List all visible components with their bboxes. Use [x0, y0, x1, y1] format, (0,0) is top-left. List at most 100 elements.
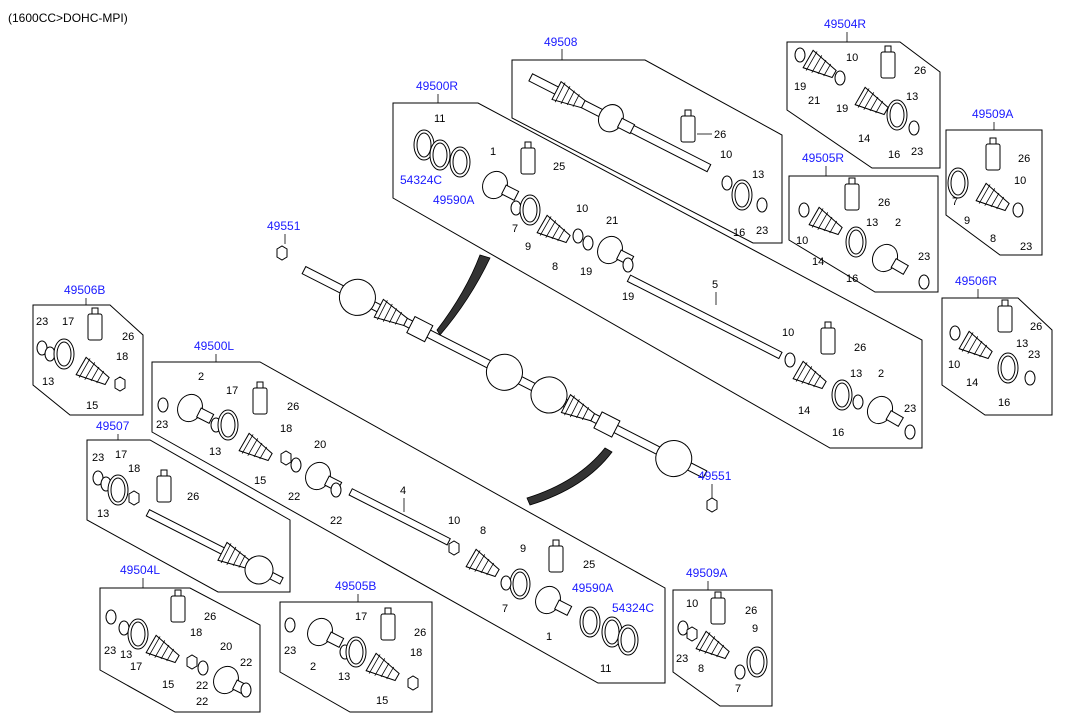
part-num-13: 13 — [209, 446, 221, 458]
part-num-2: 2 — [895, 217, 901, 229]
part-num-2: 2 — [310, 661, 316, 673]
ref-54324C-right[interactable]: 54324C — [400, 173, 442, 187]
part-num-26: 26 — [187, 491, 199, 503]
part-num-14: 14 — [858, 133, 870, 145]
part-num-23: 23 — [156, 419, 168, 431]
part-num-22: 22 — [196, 680, 208, 692]
part-num-14: 14 — [798, 405, 810, 417]
part-num-26: 26 — [204, 611, 216, 623]
part-num-26: 26 — [1018, 153, 1030, 165]
part-num-7: 7 — [512, 223, 518, 235]
part-num-10: 10 — [796, 235, 808, 247]
ref-49505B[interactable]: 49505B — [335, 579, 376, 593]
assembly-49504L: 49504L 26 23 13 17 18 15 22 20 22 22 — [99, 563, 261, 713]
part-num-1: 1 — [490, 146, 496, 158]
main-drive-shaft-assembly: 49551 49551 — [267, 219, 732, 513]
ref-49507[interactable]: 49507 — [96, 419, 130, 433]
part-num-9: 9 — [752, 623, 758, 635]
part-num-10: 10 — [846, 52, 858, 64]
engine-spec-label: (1600CC>DOHC-MPI) — [8, 11, 128, 25]
ref-49500R[interactable]: 49500R — [416, 79, 458, 93]
part-num-13: 13 — [850, 368, 862, 380]
ref-49500L[interactable]: 49500L — [194, 339, 234, 353]
ref-49506B[interactable]: 49506B — [64, 283, 105, 297]
ref-54324C-left[interactable]: 54324C — [612, 601, 654, 615]
part-num-16: 16 — [998, 397, 1010, 409]
assembly-49500L: 49500L 2 23 26 17 13 15 18 22 20 22 4 10… — [151, 339, 666, 684]
part-num-2: 2 — [198, 371, 204, 383]
part-num-17: 17 — [130, 661, 142, 673]
ref-49509A-top[interactable]: 49509A — [972, 107, 1013, 121]
part-num-17: 17 — [355, 611, 367, 623]
part-num-17: 17 — [226, 385, 238, 397]
assembly-49509A-top: 49509A 26 7 9 10 8 23 — [945, 107, 1043, 256]
assembly-49506B: 49506B 26 23 17 13 18 15 — [32, 283, 144, 416]
part-num-23: 23 — [36, 316, 48, 328]
part-num-9: 9 — [964, 215, 970, 227]
part-num-13: 13 — [42, 376, 54, 388]
part-num-23: 23 — [1020, 241, 1032, 253]
part-num-25: 25 — [583, 559, 595, 571]
part-num-11: 11 — [434, 113, 445, 125]
part-num-9: 9 — [525, 241, 531, 253]
part-num-26: 26 — [122, 331, 134, 343]
part-num-14: 14 — [966, 377, 978, 389]
part-num-13: 13 — [97, 508, 109, 520]
part-num-7: 7 — [502, 603, 508, 615]
part-num-23: 23 — [1028, 349, 1040, 361]
assembly-49508: 49508 26 10 13 16 23 — [511, 35, 783, 244]
assembly-49504R: 49504R 10 26 19 21 19 13 14 16 23 — [786, 17, 941, 169]
part-num-23: 23 — [756, 225, 768, 237]
part-num-8: 8 — [698, 663, 704, 675]
part-num-20: 20 — [314, 439, 326, 451]
assembly-49507: 49507 23 17 18 13 26 — [86, 419, 291, 593]
part-num-23: 23 — [904, 403, 916, 415]
part-num-13: 13 — [906, 91, 918, 103]
part-num-25: 25 — [553, 161, 565, 173]
part-num-10: 10 — [448, 515, 460, 527]
ref-49590A-right[interactable]: 49590A — [433, 193, 474, 207]
part-num-26: 26 — [745, 605, 757, 617]
part-num-18: 18 — [116, 351, 128, 363]
ref-49590A-left[interactable]: 49590A — [572, 581, 613, 595]
part-num-17: 17 — [62, 316, 74, 328]
part-num-16: 16 — [888, 149, 900, 161]
assembly-49505R: 49505R 26 13 2 10 14 23 16 — [788, 151, 939, 293]
ref-49504R[interactable]: 49504R — [824, 17, 866, 31]
part-num-26: 26 — [854, 342, 866, 354]
part-num-18: 18 — [280, 423, 292, 435]
part-num-20: 20 — [220, 641, 232, 653]
part-num-14: 14 — [812, 256, 824, 268]
part-num-26: 26 — [414, 627, 426, 639]
part-num-18: 18 — [128, 463, 140, 475]
ref-49551-top[interactable]: 49551 — [267, 219, 301, 233]
part-num-7: 7 — [735, 683, 741, 695]
part-num-23: 23 — [918, 251, 930, 263]
part-num-10: 10 — [686, 598, 698, 610]
part-num-2: 2 — [878, 368, 884, 380]
part-num-21: 21 — [808, 95, 820, 107]
ref-49505R[interactable]: 49505R — [802, 151, 844, 165]
ref-49508[interactable]: 49508 — [544, 35, 578, 49]
part-num-5: 5 — [712, 279, 718, 291]
part-num-15: 15 — [86, 400, 98, 412]
part-num-15: 15 — [254, 475, 266, 487]
part-num-10: 10 — [782, 327, 794, 339]
part-num-13: 13 — [1016, 338, 1028, 350]
part-num-13: 13 — [752, 169, 764, 181]
part-num-23: 23 — [284, 645, 296, 657]
part-num-26: 26 — [914, 65, 926, 77]
assembly-49500R: 49500R 11 54324C 49590A 1 25 7 9 8 10 19… — [392, 79, 923, 449]
part-num-22: 22 — [240, 657, 252, 669]
ref-49551-bottom[interactable]: 49551 — [698, 469, 732, 483]
part-num-21: 21 — [606, 215, 618, 227]
ref-49504L[interactable]: 49504L — [120, 563, 160, 577]
ref-49506R[interactable]: 49506R — [955, 274, 997, 288]
ref-49509A-bottom[interactable]: 49509A — [686, 566, 727, 580]
part-num-23: 23 — [92, 452, 104, 464]
part-num-26: 26 — [878, 197, 890, 209]
part-num-4: 4 — [400, 485, 406, 497]
part-num-16: 16 — [733, 227, 745, 239]
part-num-13: 13 — [338, 671, 350, 683]
